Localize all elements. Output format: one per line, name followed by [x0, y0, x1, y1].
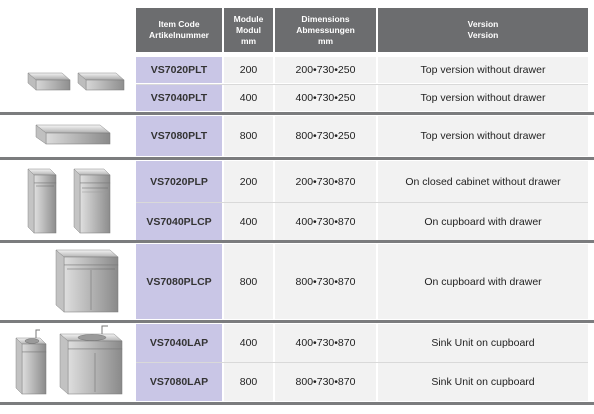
version-cell: On closed cabinet without drawer: [378, 161, 588, 202]
header-item-code-label-de: Artikelnummer: [149, 30, 209, 40]
table-row: VS7080LAP 800 800•730•870 Sink Unit on c…: [0, 363, 594, 401]
table-row: VS7080PLCP 800 800•730•870 On cupboard w…: [0, 244, 594, 319]
module-cell: 800: [224, 244, 273, 319]
dimensions-cell: 800•730•870: [275, 363, 376, 401]
header-module-unit: mm: [240, 35, 257, 46]
item-code-cell: VS7020PLT: [136, 57, 222, 83]
header-dimensions: Dimensions Abmessungen mm: [275, 8, 376, 52]
steel-cabinet-units-image: [27, 168, 111, 234]
header-dimensions-unit: mm: [317, 35, 334, 46]
dimensions-cell: 200•730•250: [275, 57, 376, 83]
steel-countertop-units-small-image: [27, 72, 125, 91]
dimensions-cell: 800•730•250: [275, 116, 376, 156]
table-row: VS7080PLT 800 800•730•250 Top version wi…: [0, 116, 594, 156]
header-module: Module Modul mm: [224, 8, 273, 52]
header-item-code: Item Code Artikelnummer: [136, 8, 222, 52]
row-divider: [136, 202, 588, 203]
group-separator: [0, 112, 594, 115]
steel-countertop-unit-wide-image: [35, 124, 111, 145]
header-version-label: Version: [467, 19, 499, 29]
dimensions-cell: 400•730•870: [275, 324, 376, 362]
header-version: Version Version: [378, 8, 588, 52]
row-divider: [136, 84, 588, 85]
item-code-cell: VS7080PLCP: [136, 244, 222, 319]
product-image-top-wide: [10, 116, 131, 156]
group-separator: [0, 240, 594, 243]
table-row: VS7040PLCP 400 400•730•870 On cupboard w…: [0, 203, 594, 240]
module-cell: 400: [224, 203, 273, 240]
dimensions-cell: 400•730•870: [275, 203, 376, 240]
product-image-top-small: [10, 57, 131, 111]
table-row: VS7020PLT 200 200•730•250 Top version wi…: [0, 57, 594, 83]
dimensions-cell: 800•730•870: [275, 244, 376, 319]
item-code-cell: VS7080LAP: [136, 363, 222, 401]
header-item-code-label: Item Code: [158, 19, 200, 29]
product-image-cabinets: [10, 161, 131, 240]
header-dimensions-label: Dimensions: [301, 13, 350, 24]
table-row: VS7040LAP 400 400•730•870 Sink Unit on c…: [0, 324, 594, 362]
module-cell: 800: [224, 116, 273, 156]
version-cell: Top version without drawer: [378, 85, 588, 111]
header-module-label: Module: [233, 13, 264, 24]
group-separator: [0, 320, 594, 323]
version-cell: On cupboard with drawer: [378, 244, 588, 319]
version-cell: Top version without drawer: [378, 57, 588, 83]
table-row: VS7020PLP 200 200•730•870 On closed cabi…: [0, 161, 594, 202]
version-cell: On cupboard with drawer: [378, 203, 588, 240]
header-version-label-de: Version: [467, 30, 499, 40]
steel-sink-units-image: [15, 325, 123, 395]
module-cell: 400: [224, 324, 273, 362]
group-separator: [0, 157, 594, 160]
table-row: VS7040PLT 400 400•730•250 Top version wi…: [0, 85, 594, 111]
version-cell: Sink Unit on cupboard: [378, 324, 588, 362]
steel-cupboard-unit-wide-image: [55, 249, 119, 313]
item-code-cell: VS7020PLP: [136, 161, 222, 202]
item-code-cell: VS7040LAP: [136, 324, 222, 362]
product-image-cupboard-wide: [10, 244, 131, 319]
item-code-cell: VS7040PLCP: [136, 203, 222, 240]
dimensions-cell: 400•730•250: [275, 85, 376, 111]
header-module-label-de: Modul: [235, 24, 262, 35]
version-cell: Sink Unit on cupboard: [378, 363, 588, 401]
row-divider: [136, 362, 588, 363]
group-separator: [0, 402, 594, 405]
dimensions-cell: 200•730•870: [275, 161, 376, 202]
module-cell: 200: [224, 161, 273, 202]
header-dimensions-label-de: Abmessungen: [296, 24, 355, 35]
module-cell: 800: [224, 363, 273, 401]
module-cell: 400: [224, 85, 273, 111]
item-code-cell: VS7080PLT: [136, 116, 222, 156]
product-image-sinks: [10, 324, 131, 401]
version-cell: Top version without drawer: [378, 116, 588, 156]
item-code-cell: VS7040PLT: [136, 85, 222, 111]
module-cell: 200: [224, 57, 273, 83]
